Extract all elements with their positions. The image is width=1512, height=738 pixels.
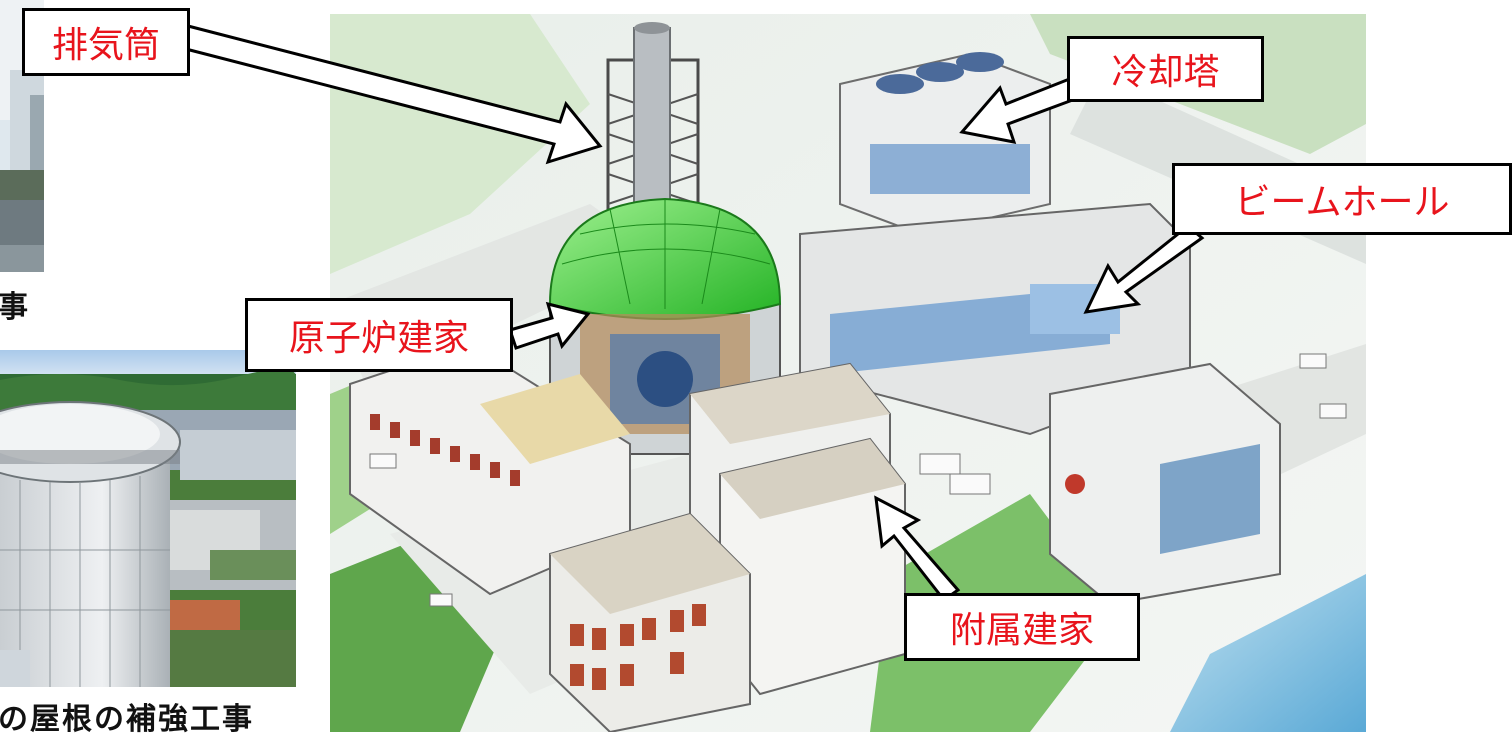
roof-reinforcement-photo <box>0 350 296 687</box>
research-reactor-cutaway-illustration <box>330 14 1366 732</box>
photo-caption-bottom: の屋根の補強工事 <box>0 702 254 737</box>
label-annex-building: 附属建家 <box>904 593 1140 661</box>
label-exhaust-stack: 排気筒 <box>22 8 190 76</box>
label-cooling-tower: 冷却塔 <box>1067 36 1264 102</box>
label-beam-hole: ビームホール <box>1172 163 1512 235</box>
photo-caption-top: 事 <box>0 290 30 325</box>
label-reactor-building: 原子炉建家 <box>245 298 513 372</box>
